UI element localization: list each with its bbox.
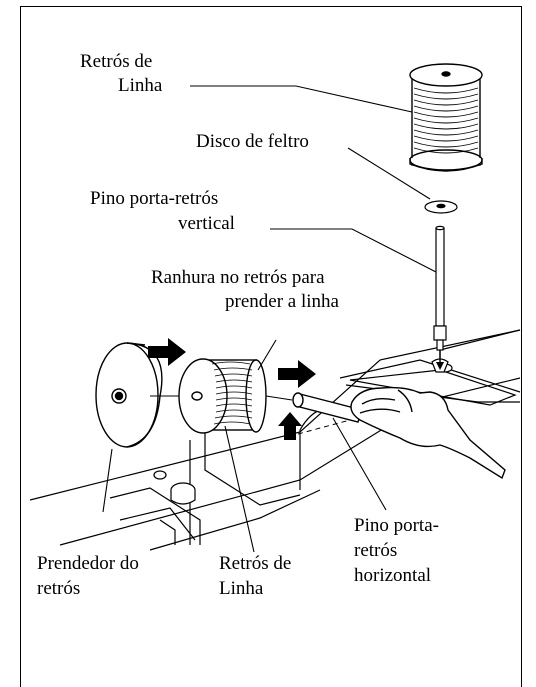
horizontal-spool-pin bbox=[292, 392, 363, 423]
figure-frame bbox=[20, 6, 522, 687]
vertical-pin-label-line1: Pino porta-retrós bbox=[90, 188, 219, 209]
spool-slot-label-line2: prender a linha bbox=[225, 291, 339, 312]
horizontal-pin-label-line3: horizontal bbox=[354, 565, 432, 586]
bottom-spool-label-line2: Linha bbox=[219, 578, 264, 599]
leader-lines bbox=[102, 85, 437, 553]
spool-cap-label-line1: Prendedor do bbox=[37, 553, 139, 574]
bottom-spool-thread-windings bbox=[211, 361, 253, 425]
arrow-up-icon bbox=[278, 412, 302, 440]
arrow-right-icon bbox=[148, 338, 186, 366]
vertical-pin-label-line2: vertical bbox=[178, 213, 235, 234]
spool-cap-label-line2: retrós bbox=[37, 578, 81, 599]
spool-installation-illustration bbox=[29, 63, 521, 553]
top-thread-spool bbox=[409, 63, 483, 172]
hand bbox=[350, 386, 506, 480]
felt-disc bbox=[424, 200, 458, 214]
top-spool-label-line2: Linha bbox=[118, 75, 163, 96]
spool-cap bbox=[95, 342, 163, 448]
bottom-thread-spool bbox=[178, 358, 267, 434]
horizontal-pin-label-line1: Pino porta- bbox=[354, 515, 439, 536]
vertical-pin-arrow-head bbox=[436, 362, 444, 370]
top-spool-label-line1: Retrós de bbox=[80, 51, 153, 72]
machine-knobs bbox=[153, 363, 453, 505]
horizontal-pin-label-line2: retrós bbox=[354, 540, 398, 561]
arrow-right-icon bbox=[278, 360, 316, 388]
spool-slot-label-line1: Ranhura no retrós para bbox=[151, 267, 325, 288]
felt-disc-label: Disco de feltro bbox=[196, 131, 309, 152]
bottom-spool-label-line1: Retrós de bbox=[219, 553, 292, 574]
spool-to-pin-guide bbox=[265, 395, 293, 401]
top-spool-thread-windings bbox=[413, 87, 479, 154]
